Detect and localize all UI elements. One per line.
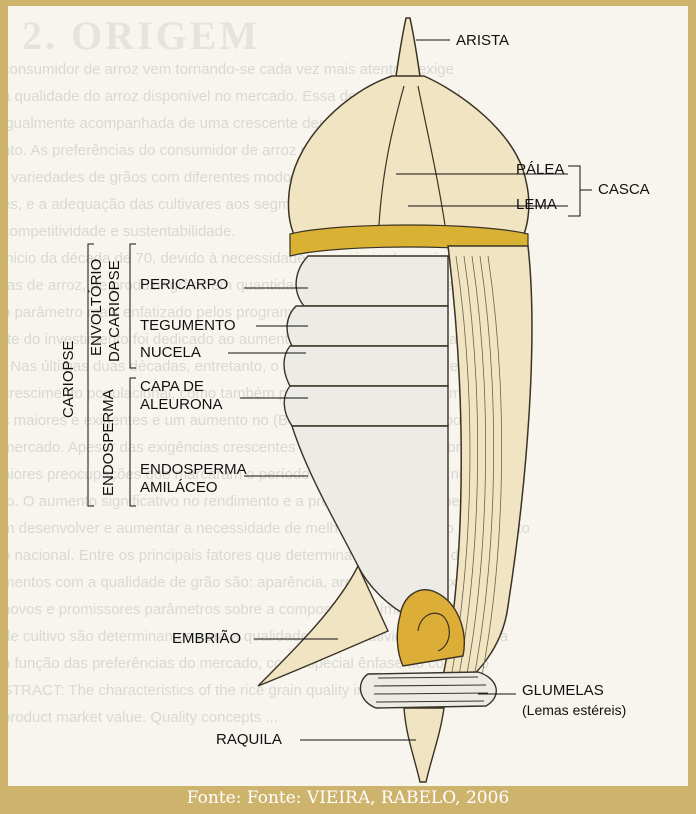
label-endosperma-amilaceo-2: AMILÁCEO xyxy=(140,479,218,497)
label-envoltorio-1: ENVOLTÓRIO xyxy=(88,259,105,356)
raquila-shape xyxy=(404,708,444,782)
label-tegumento: TEGUMENTO xyxy=(140,317,236,335)
label-envoltorio-2: DA CARIOPSE xyxy=(106,260,123,362)
label-casca: CASCA xyxy=(598,181,650,199)
caryopsis-layers xyxy=(284,256,448,616)
label-nucela: NUCELA xyxy=(140,344,201,362)
label-embriao: EMBRIÃO xyxy=(172,630,241,648)
label-arista: ARISTA xyxy=(456,32,509,50)
label-raquila: RAQUILA xyxy=(216,731,282,749)
figure-panel: 2. ORIGEM consumidor de arroz vem tornan… xyxy=(8,6,688,786)
figure-caption: Fonte: Fonte: VIEIRA, RABELO, 2006 xyxy=(0,788,696,808)
label-glumelas: GLUMELAS xyxy=(522,682,604,700)
label-lemas-estereis: (Lemas estéreis) xyxy=(522,701,626,719)
label-endosperma-amilaceo-1: ENDOSPERMA xyxy=(140,461,247,479)
label-endosperma: ENDOSPERMA xyxy=(100,389,117,496)
label-capa-aleurona-1: CAPA DE xyxy=(140,378,204,396)
label-capa-aleurona-2: ALEURONA xyxy=(140,396,223,414)
label-lema: LEMA xyxy=(516,196,557,214)
label-pericarpo: PERICARPO xyxy=(140,276,228,294)
label-cariopse: CARIOPSE xyxy=(60,340,77,418)
label-palea: PÁLEA xyxy=(516,161,564,179)
left-husk-wing xyxy=(258,566,388,686)
palea-shape xyxy=(288,76,528,246)
